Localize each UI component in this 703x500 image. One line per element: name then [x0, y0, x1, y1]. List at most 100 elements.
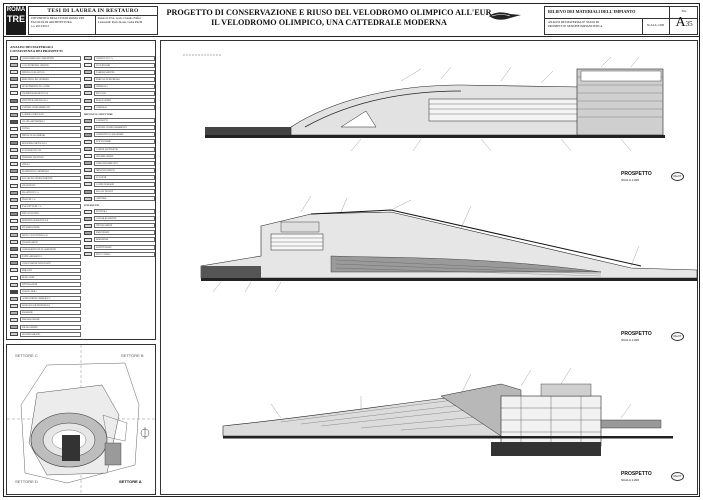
legend-label: MANCANZE	[20, 275, 81, 281]
legend-heading-2: CONSISTENZA DEI PROSPETTI	[10, 49, 63, 53]
legend-swatch	[10, 303, 18, 308]
legend-label: PATINA BIOLOGICA	[20, 253, 81, 259]
prospetto-3-title: PROSPETTO	[621, 471, 652, 477]
legend-item: CONGLOMERATO CEMENTIZIO	[10, 55, 81, 61]
legend-label: TERRENO VEGETALE	[20, 154, 81, 160]
legend-label: ELEMENTI DI COPERTURA	[20, 168, 81, 174]
legend-swatch	[10, 190, 18, 195]
legend-swatch	[84, 139, 92, 144]
legend-item: CORNICE IN C.A.	[84, 55, 155, 61]
legend-label: CORNICE IN C.A.	[94, 55, 155, 61]
legend-item: CABINE ELETTRICHE	[84, 146, 155, 152]
legend-label: CROSTA NERA	[20, 289, 81, 295]
legend-label: INTONACO PLASTICO	[20, 69, 81, 75]
legend-label: ALTERAZIONE CROMATICA	[20, 296, 81, 302]
legend-label: GUAINA BITUMINOSA	[20, 119, 81, 125]
legend-swatch	[10, 183, 18, 188]
legend-item: CROSTA NERA	[10, 289, 81, 295]
tav-digits: 35	[685, 20, 693, 28]
legend-item: PANNELLI PREFABBRICATI	[10, 105, 81, 111]
legend-item: IMPIANTO IDRICO	[84, 167, 155, 173]
legend-subheading: INTERVENTI	[84, 203, 100, 207]
legend-heading: ANALISI DEI MATERIALI CONSISTENZA DEI PR…	[7, 41, 155, 55]
legend-label: MARCIAPIEDE	[94, 98, 155, 104]
legend-label: GRONDAIA	[94, 83, 155, 89]
legend-swatch	[84, 84, 92, 89]
north-arrow-3: Ma Pr	[671, 472, 684, 481]
legend-label: PANNELLI PREFABBRICATI	[20, 105, 81, 111]
legend-label: STRUTTURA METALLICA	[20, 98, 81, 104]
legend-label: RIMOZIONE	[94, 237, 155, 243]
elevation-2-drawing	[200, 195, 697, 293]
scale-label: SCALA 1:200	[642, 19, 668, 34]
legend-item: CANNE FUMARIE	[84, 181, 155, 187]
legend-item: PLUVIALI	[84, 90, 155, 96]
sheet-info-block: RILIEVO DEI MATERIALI DELL'IMPIANTO ANAL…	[544, 6, 698, 35]
legend-label: CALCESTRUZZO ARMATO	[20, 62, 81, 68]
legend-label: PITTURAZIONI	[20, 282, 81, 288]
legend-item: TAMPONAMENTO	[84, 69, 155, 75]
legend-swatch	[10, 126, 18, 131]
legend-label: CANNE FUMARIE	[94, 181, 155, 187]
legend-label: VEGETAZIONE INFESTANTE	[20, 260, 81, 266]
legend-item: PORTALE DI INGRESSO	[84, 76, 155, 82]
legend-item: VEGETAZIONE INFESTANTE	[10, 260, 81, 266]
materials-legend: ANALISI DEI MATERIALI CONSISTENZA DEI PR…	[6, 40, 156, 340]
legend-swatch	[84, 147, 92, 152]
legend-swatch	[84, 245, 92, 250]
north-arrow-2: Ma Pr	[671, 332, 684, 341]
legend-item: ANTENNE	[84, 195, 155, 202]
key-plan: SETTORE B SETTORE C SETTORE D SETTORE A	[6, 344, 156, 495]
legend-item: MURATURA IN LATERIZIO	[10, 76, 81, 82]
legend-label: TAMPONAMENTO	[94, 69, 155, 75]
university-logo: ROMA TRE	[6, 6, 26, 35]
section-drawing	[222, 367, 673, 456]
legend-swatch	[84, 168, 92, 173]
legend-item: ELEMENTI DI COPERTURA	[10, 168, 81, 174]
legend-item: LAMIERA ONDULATA	[10, 112, 81, 118]
thesis-label: TESI DI LAUREA IN RESTAURO	[29, 7, 157, 16]
legend-item: PULITURA	[84, 209, 155, 215]
legend-item: PARAPETTO IN C.A.	[10, 204, 81, 210]
legend-item: DISTACCO DI INTONACO	[10, 232, 81, 238]
legend-swatch	[84, 237, 92, 242]
legend-label: PULITURA	[94, 209, 155, 215]
legend-swatch	[10, 275, 18, 280]
legend-item: LOCALI TECNICI	[84, 188, 155, 194]
faculty-name: FACOLTÀ DI ARCHITETTURA	[31, 20, 72, 24]
prospetto-2-scale: SCALA 1:200	[621, 338, 640, 342]
tav-label: Tav.	[681, 9, 687, 13]
sector-b-label: SETTORE B	[121, 353, 144, 358]
legend-item: GUAINA BITUMINOSA	[10, 119, 81, 125]
legend-item: VETRO	[10, 126, 81, 132]
legend-swatch	[10, 197, 18, 202]
legend-swatch	[10, 233, 18, 238]
legend-label: GRADONATA	[20, 183, 81, 188]
sector-a-label: SETTORE A	[119, 479, 142, 484]
legend-swatch	[84, 56, 92, 61]
title-line-1: PROGETTO DI CONSERVAZIONE E RIUSO DEL VE…	[166, 8, 492, 17]
legend-item: GRADONATA	[10, 182, 81, 188]
legend-item: ALTERAZIONE CROMATICA	[10, 296, 81, 302]
university-name: UNIVERSITÀ DEGLI STUDI ROMA TRE	[31, 16, 85, 20]
legend-label: SOLAIO IN LATEROCEMENTO	[20, 175, 81, 181]
legend-swatch	[84, 154, 92, 159]
legend-item: ESFOLIAZIONE	[10, 324, 81, 330]
legend-item: CALCESTRUZZO ARMATO	[10, 62, 81, 68]
legend-label: SOSTITUZIONE	[94, 244, 155, 250]
legend-swatch	[10, 254, 18, 259]
legend-item: MARCIAPIEDE	[84, 97, 155, 104]
legend-item: CORROSIONE DELLE ARMATURE	[10, 246, 81, 252]
sheet-number-box: Tav. A35	[669, 7, 698, 34]
legend-label: CONSOLIDAMENTO	[94, 216, 155, 222]
legend-label: ANTENNE	[94, 196, 155, 202]
legend-label: CORPI ILLUMINANTI	[94, 160, 155, 166]
logo-bottom: TRE	[7, 14, 25, 24]
sheet-subtitle: ANALISI DEI MATERIALI E STATO DI PROSPET…	[545, 19, 637, 29]
legend-label: TRAVI IN C.A.	[20, 197, 81, 203]
legend-label: PANNELLI FONOASSORBENTI	[94, 125, 155, 131]
legend-swatch	[84, 252, 92, 257]
legend-item: PATINA BIOLOGICA	[10, 253, 81, 259]
legend-swatch	[84, 175, 92, 180]
supervisor-line: Relatori: Prof. Arch. Claudio Faffer	[98, 16, 141, 20]
